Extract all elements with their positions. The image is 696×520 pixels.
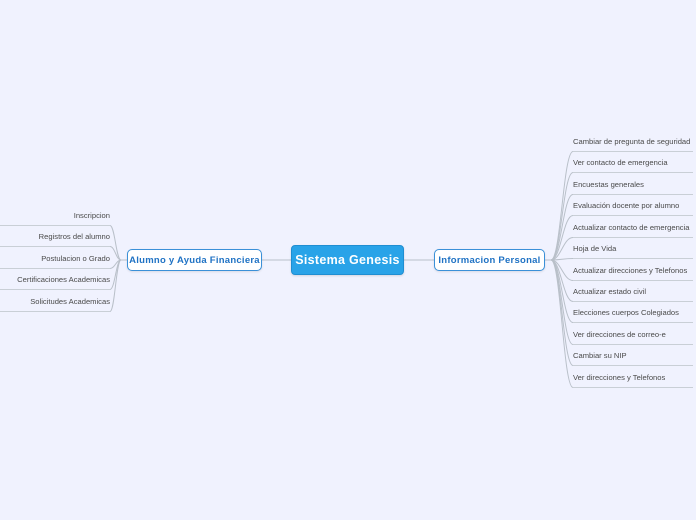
leaf-item[interactable]: Ver contacto de emergencia: [573, 156, 693, 173]
leaf-label: Ver direcciones y Telefonos: [573, 373, 666, 382]
leaf-label: Evaluación docente por alumno: [573, 201, 680, 210]
leaf-item[interactable]: Hoja de Vida: [573, 242, 693, 259]
leaf-label: Hoja de Vida: [573, 244, 617, 253]
leaf-label: Ver contacto de emergencia: [573, 158, 668, 167]
leaf-item[interactable]: Cambiar de pregunta de seguridad: [573, 135, 693, 152]
leaf-label: Cambiar su NIP: [573, 351, 627, 360]
leaf-item[interactable]: Ver direcciones de correo-e: [573, 328, 693, 345]
leaf-label: Inscripcion: [73, 211, 110, 220]
branch-node-informacion-personal[interactable]: Informacion Personal: [434, 249, 545, 271]
leaf-item[interactable]: Registros del alumno: [0, 230, 110, 247]
leaf-item[interactable]: Actualizar estado civil: [573, 285, 693, 302]
leaf-label: Elecciones cuerpos Colegiados: [573, 308, 679, 317]
leaf-item[interactable]: Solicitudes Academicas: [0, 295, 110, 312]
root-node-sistema-genesis[interactable]: Sistema Genesis: [291, 245, 404, 275]
leaf-item[interactable]: Elecciones cuerpos Colegiados: [573, 306, 693, 323]
leaf-item[interactable]: Encuestas generales: [573, 178, 693, 195]
branch-node-label: Alumno y Ayuda Financiera: [129, 254, 260, 266]
leaf-item[interactable]: Certificaciones Academicas: [0, 273, 110, 290]
leaf-item[interactable]: Postulacion o Grado: [0, 252, 110, 269]
root-node-label: Sistema Genesis: [295, 253, 400, 267]
leaf-label: Postulacion o Grado: [41, 254, 110, 263]
leaf-label: Ver direcciones de correo-e: [573, 330, 666, 339]
leaf-label: Encuestas generales: [573, 180, 644, 189]
leaf-item[interactable]: Cambiar su NIP: [573, 349, 693, 366]
leaf-label: Registros del alumno: [38, 232, 110, 241]
branch-node-alumno-y-ayuda-financiera[interactable]: Alumno y Ayuda Financiera: [127, 249, 262, 271]
leaf-label: Certificaciones Academicas: [17, 275, 110, 284]
leaf-item[interactable]: Inscripcion: [0, 209, 110, 226]
leaf-label: Cambiar de pregunta de seguridad: [573, 137, 691, 146]
branch-node-label: Informacion Personal: [438, 254, 541, 266]
leaf-label: Solicitudes Academicas: [30, 297, 110, 306]
leaf-label: Actualizar estado civil: [573, 287, 647, 296]
leaf-item[interactable]: Ver direcciones y Telefonos: [573, 371, 693, 388]
leaf-label: Actualizar direcciones y Telefonos: [573, 266, 688, 275]
leaf-item[interactable]: Actualizar contacto de emergencia: [573, 221, 693, 238]
leaf-label: Actualizar contacto de emergencia: [573, 223, 690, 232]
leaf-item[interactable]: Evaluación docente por alumno: [573, 199, 693, 216]
leaf-item[interactable]: Actualizar direcciones y Telefonos: [573, 264, 693, 281]
